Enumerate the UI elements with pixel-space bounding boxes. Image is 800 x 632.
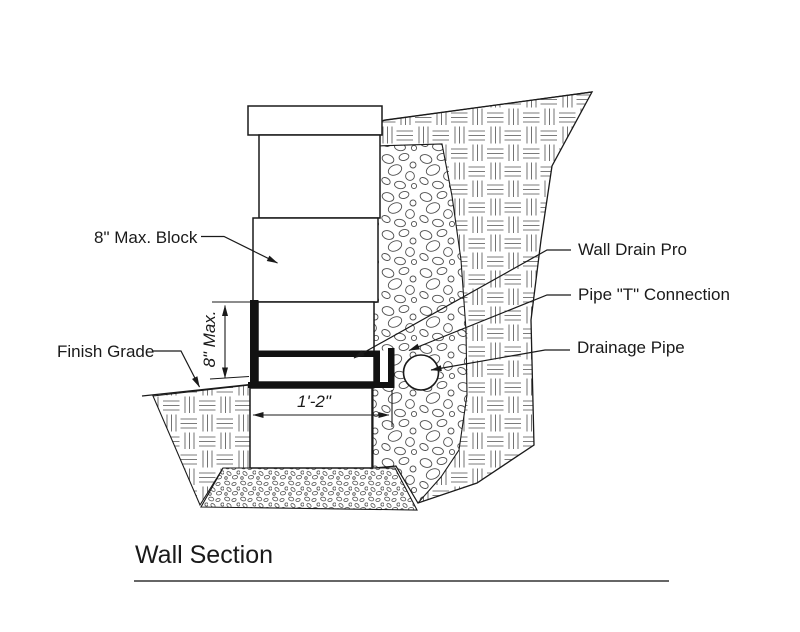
grade-line-left [141, 383, 251, 397]
label-drainage-pipe: Drainage Pipe [577, 338, 685, 357]
leader-pipe-t [408, 294, 571, 352]
leader-finish-grade [152, 350, 201, 388]
drain-rock-fill [372, 143, 468, 504]
grade-line-right [382, 91, 593, 122]
dimension-text-drain-width: 1'-2" [297, 392, 331, 411]
block-course-buried [249, 387, 373, 469]
block-course-2 [258, 134, 381, 219]
block-course-4 [257, 301, 375, 383]
label-wall-drain-pro: Wall Drain Pro [578, 240, 687, 259]
leader-wall-drain-pro [353, 249, 571, 359]
dimension-text-wall-height: 8" Max. [200, 310, 219, 368]
label-max-block: 8" Max. Block [94, 228, 198, 247]
drainage-pipe-circle [402, 354, 440, 391]
leader-lines [152, 235, 571, 388]
dimension-wall-height [209, 301, 250, 380]
wall-blocks [247, 105, 383, 469]
pipe-t-stub [380, 350, 388, 382]
leader-drainage-pipe [430, 349, 570, 372]
drawing-title: Wall Section [135, 541, 274, 569]
dimension-drain-width [252, 390, 393, 427]
wall-drain-channel [248, 300, 395, 388]
leader-block-label [201, 235, 278, 264]
cap-block [247, 105, 383, 136]
label-pipe-t-connection: Pipe "T" Connection [578, 285, 730, 304]
label-finish-grade: Finish Grade [57, 342, 155, 361]
base-gravel [200, 467, 418, 511]
